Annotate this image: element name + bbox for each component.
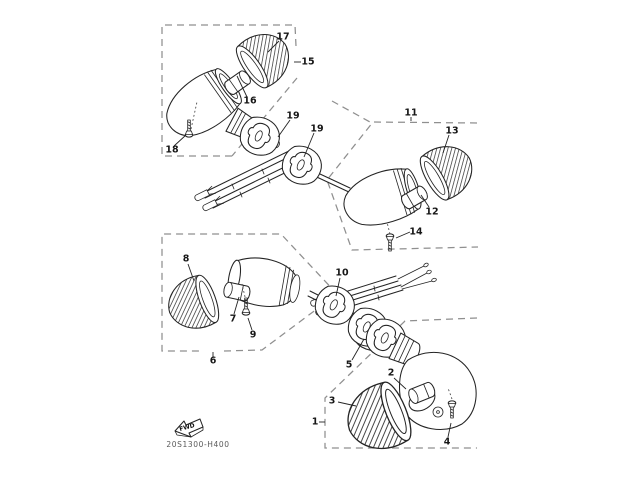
callout-leader-7 — [233, 296, 240, 315]
damper-19-right — [275, 139, 328, 192]
callout-11[interactable]: 11 — [404, 108, 417, 119]
flasher-assembly-15 — [155, 22, 301, 163]
callout-8[interactable]: 8 — [183, 254, 190, 265]
fwd-label: FWD — [179, 422, 196, 433]
callout-17[interactable]: 17 — [276, 32, 289, 43]
callout-1[interactable]: 1 — [312, 417, 319, 428]
callout-6[interactable]: 6 — [210, 356, 217, 367]
callout-13[interactable]: 13 — [445, 126, 458, 137]
callout-leader-10 — [335, 277, 341, 297]
callout-leader-18 — [173, 134, 187, 147]
callout-5[interactable]: 5 — [346, 360, 353, 371]
callout-10[interactable]: 10 — [335, 268, 349, 279]
callout-18[interactable]: 18 — [165, 145, 179, 156]
screw-alignment-line — [190, 101, 198, 130]
flasher-assembly-1 — [336, 301, 477, 461]
callout-leader-3 — [337, 401, 357, 407]
callout-leader-19 — [277, 119, 291, 138]
dashed-box-assembly-6 — [161, 233, 338, 352]
flasher-assembly-6 — [160, 257, 362, 338]
dashed-box-assembly-11 — [326, 121, 479, 251]
callout-leader-14 — [395, 231, 411, 239]
callout-7[interactable]: 7 — [230, 314, 237, 325]
callout-leader-2 — [393, 377, 407, 390]
callout-19[interactable]: 19 — [286, 111, 299, 122]
callout-4[interactable]: 4 — [444, 437, 451, 448]
screw-alignment-line — [447, 387, 453, 400]
callout-19[interactable]: 19 — [310, 124, 323, 135]
callout-9[interactable]: 9 — [250, 330, 257, 341]
callout-leader-12 — [420, 194, 430, 208]
fwd-arrow-icon: FWD — [174, 418, 204, 438]
callout-2[interactable]: 2 — [388, 368, 395, 379]
callout-16[interactable]: 16 — [243, 96, 257, 107]
part-number-label: 20S1300-H400 — [166, 440, 229, 449]
callout-12[interactable]: 12 — [425, 207, 438, 218]
dashed-connector-line — [331, 100, 371, 123]
screw-alignment-line — [241, 283, 247, 302]
screw-alignment-line — [386, 221, 391, 235]
lens-8 — [160, 271, 225, 338]
callout-leader-13 — [442, 134, 450, 154]
callout-leader-17 — [267, 40, 280, 53]
callout-15[interactable]: 15 — [301, 57, 314, 68]
lamp-body-6 — [227, 257, 301, 307]
callout-leader-8 — [187, 263, 195, 282]
flasher-assembly-11 — [275, 135, 483, 252]
dashed-box-assembly-1 — [324, 317, 478, 449]
callout-3[interactable]: 3 — [329, 396, 336, 407]
callout-leader-19 — [303, 132, 315, 158]
callout-leader-5 — [351, 338, 365, 361]
callout-leader-4 — [447, 422, 452, 438]
callout-14[interactable]: 14 — [409, 227, 423, 238]
callout-leader-16 — [236, 75, 248, 98]
callout-leader-9 — [247, 317, 253, 331]
